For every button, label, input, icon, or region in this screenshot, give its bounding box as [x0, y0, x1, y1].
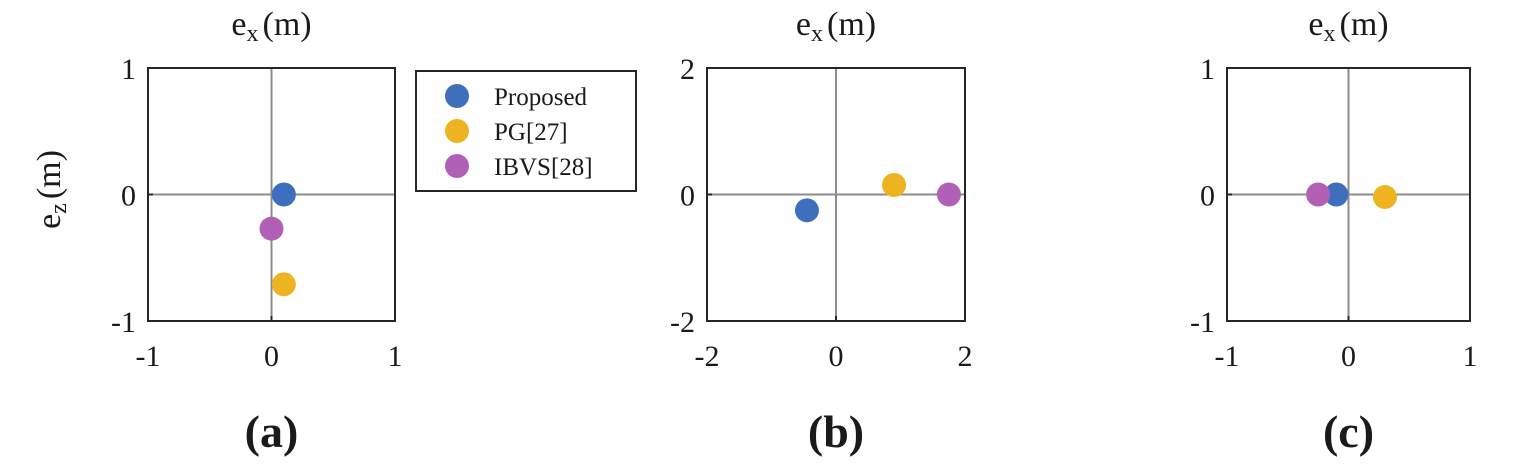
point-ibvs-28: [1306, 182, 1331, 207]
y-tick-label: 0: [1200, 180, 1215, 213]
x-axis-title-subscript: x: [1324, 21, 1336, 47]
point-proposed: [271, 182, 296, 207]
point-pg-27: [882, 173, 907, 198]
panel-label: (c): [1323, 406, 1374, 457]
y-axis-title-subscript: z: [46, 203, 72, 214]
panel-c: -1 0 1 -1 0 1 ex(m) (c): [1190, 6, 1478, 457]
panel-label: (a): [245, 406, 299, 457]
x-axis-title-main: e: [796, 6, 811, 43]
x-tick-label: -1: [1215, 340, 1240, 373]
legend-label: Proposed: [494, 84, 588, 111]
y-tick-label: 2: [680, 53, 695, 86]
x-tick-label: 1: [388, 340, 403, 373]
x-axis-title-unit: (m): [263, 6, 312, 43]
legend-marker: [445, 84, 469, 108]
x-axis-title-unit: (m): [827, 6, 876, 43]
y-axis-title-unit: (m): [31, 150, 68, 199]
x-tick-label: 0: [264, 340, 279, 373]
x-axis-title-main: e: [231, 6, 246, 43]
x-tick-label: 2: [958, 340, 973, 373]
point-pg-27: [1372, 185, 1397, 210]
x-axis-title-main: e: [1308, 6, 1323, 43]
panel-b: -2 0 2 -2 0 2 ex(m) (b): [670, 6, 973, 457]
legend-label: IBVS[28]: [494, 154, 593, 181]
x-tick-label: -1: [136, 340, 161, 373]
panel-label: (b): [808, 406, 864, 457]
x-tick-label: 0: [829, 340, 844, 373]
x-axis-title: ex(m): [231, 6, 311, 47]
x-axis-title-unit: (m): [1340, 6, 1389, 43]
x-axis-title: ex(m): [796, 6, 876, 47]
legend-label: PG[27]: [494, 119, 568, 146]
legend-marker: [445, 119, 469, 143]
point-pg-27: [271, 272, 296, 297]
x-axis-title: ex(m): [1308, 6, 1388, 47]
x-tick-label: -2: [695, 340, 720, 373]
y-tick-label: 1: [121, 53, 136, 86]
y-tick-label: -1: [111, 306, 136, 339]
y-axis-title-main: e: [31, 214, 68, 229]
y-axis-title: ez (m): [31, 150, 72, 229]
legend-marker: [445, 154, 469, 178]
x-tick-label: 1: [1463, 340, 1478, 373]
y-tick-label: -2: [670, 306, 695, 339]
point-proposed: [1324, 182, 1349, 207]
y-tick-label: 1: [1200, 53, 1215, 86]
point-ibvs-28: [259, 216, 284, 241]
y-tick-label: 0: [121, 180, 136, 213]
y-tick-label: 0: [680, 180, 695, 213]
x-tick-label: 0: [1341, 340, 1356, 373]
x-axis-title-subscript: x: [247, 21, 259, 47]
x-axis-title-subscript: x: [811, 21, 823, 47]
y-tick-label: -1: [1190, 306, 1215, 339]
point-proposed: [794, 198, 819, 223]
point-ibvs-28: [936, 182, 961, 207]
